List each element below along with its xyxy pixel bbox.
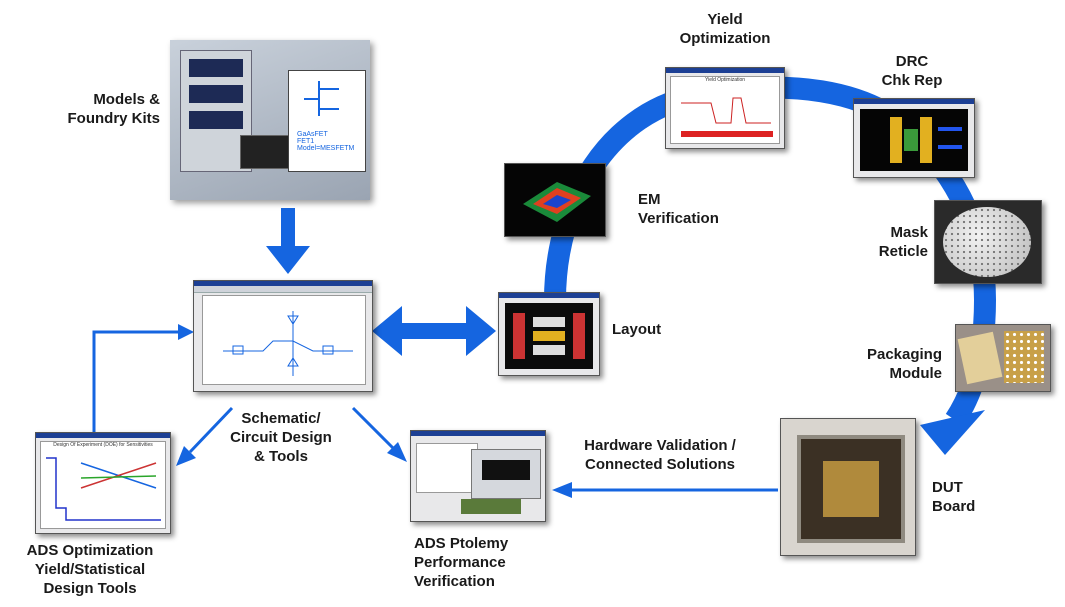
em-field-plot (523, 182, 591, 222)
model-line-3: Model=MESFETM (297, 145, 355, 152)
label-packaging: Packaging Module (830, 345, 942, 383)
label-models: Models & Foundry Kits (50, 90, 161, 128)
laptop (240, 135, 292, 169)
model-line-2: FET1 (297, 138, 315, 145)
models-down-arrowhead (266, 246, 310, 274)
em-thumbnail (504, 163, 606, 237)
label-packaging-line1: Packaging (866, 346, 942, 363)
model-line-1: GaAsFET (297, 131, 328, 138)
label-em-line1: EM (638, 191, 661, 208)
to-ptolemy-line (351, 406, 395, 450)
double-arrowhead-left (372, 306, 402, 356)
to-ptolemy-from-dut-arrowhead (552, 482, 572, 498)
label-schematic: Schematic/ Circuit Design & Tools (214, 409, 348, 466)
feedback-arrowhead (178, 324, 194, 340)
opt-title: Design Of Experiment (DOE) for Sensitivi… (53, 442, 153, 448)
label-ptolemy: ADS Ptolemy Performance Verification (414, 534, 508, 591)
label-drc-line2: Chk Rep (881, 72, 943, 89)
mask-thumbnail (934, 200, 1042, 284)
ads-optimization-thumbnail: Design Of Experiment (DOE) for Sensitivi… (35, 432, 171, 534)
yield-thumbnail: Yield Optimization (665, 67, 785, 149)
label-hardware-line2: Connected Solutions (585, 456, 735, 473)
wafer (943, 207, 1031, 277)
label-hardware-line1: Hardware Validation / (584, 437, 736, 454)
label-dut-line2: Board (932, 498, 976, 515)
label-ads-opt-line1: ADS Optimization (26, 542, 154, 559)
fet-symbol-icon (304, 81, 339, 116)
label-schematic-line3: & Tools (254, 448, 308, 465)
to-ads-opt-arrowhead (176, 446, 196, 466)
yield-chart (681, 97, 773, 137)
double-arrowhead-right (466, 306, 496, 356)
layout-pattern (513, 313, 585, 359)
label-ads-opt: ADS Optimization Yield/Statistical Desig… (10, 541, 170, 598)
label-layout-text: Layout (612, 321, 662, 338)
label-mask: Mask Reticle (840, 223, 928, 261)
models-down-arrow-shaft (281, 208, 295, 248)
label-dut-line1: DUT (932, 479, 963, 496)
label-em: EM Verification (638, 190, 719, 228)
to-ads-opt-line (188, 406, 234, 454)
flow-ring-arrowhead (920, 410, 985, 455)
label-packaging-line2: Module (889, 365, 943, 382)
to-ptolemy-arrowhead (387, 442, 407, 462)
label-yield-line2: Optimization (679, 30, 771, 47)
label-mask-line2: Reticle (878, 243, 928, 260)
packaging-thumbnail (955, 324, 1051, 392)
label-drc-line1: DRC (895, 53, 929, 70)
circuit-diagram (223, 311, 353, 376)
dut-thumbnail (780, 418, 916, 556)
label-models-line1: Models & (93, 91, 160, 108)
ptolemy-thumbnail (410, 430, 546, 522)
label-yield: Yield Optimization (660, 10, 790, 48)
opt-chart (46, 457, 161, 521)
label-ptolemy-line3: Verification (414, 573, 495, 590)
double-arrow-shaft (395, 323, 475, 339)
schematic-thumbnail (193, 280, 373, 392)
label-ptolemy-line1: ADS Ptolemy (414, 535, 509, 552)
label-ads-opt-line2: Yield/Statistical (34, 561, 146, 578)
label-mask-line1: Mask (890, 224, 928, 241)
layout-thumbnail (498, 292, 600, 376)
label-layout: Layout (612, 320, 661, 339)
label-schematic-line2: Circuit Design (230, 429, 332, 446)
feedback-line (92, 330, 180, 432)
label-models-line2: Foundry Kits (67, 110, 161, 127)
label-ads-opt-line3: Design Tools (43, 580, 137, 597)
model-schematic-card: GaAsFET FET1 Model=MESFETM (288, 70, 366, 172)
label-drc: DRC Chk Rep (872, 52, 952, 90)
label-ptolemy-line2: Performance (414, 554, 506, 571)
label-yield-line1: Yield (707, 11, 743, 28)
drc-thumbnail (853, 98, 975, 178)
yield-title: Yield Optimization (704, 77, 746, 83)
label-schematic-line1: Schematic/ (241, 410, 321, 427)
label-hardware: Hardware Validation / Connected Solution… (560, 436, 760, 474)
label-dut: DUT Board (932, 478, 975, 516)
models-thumbnail: GaAsFET FET1 Model=MESFETM (170, 40, 370, 200)
label-em-line2: Verification (638, 210, 719, 227)
drc-layout (890, 117, 962, 163)
